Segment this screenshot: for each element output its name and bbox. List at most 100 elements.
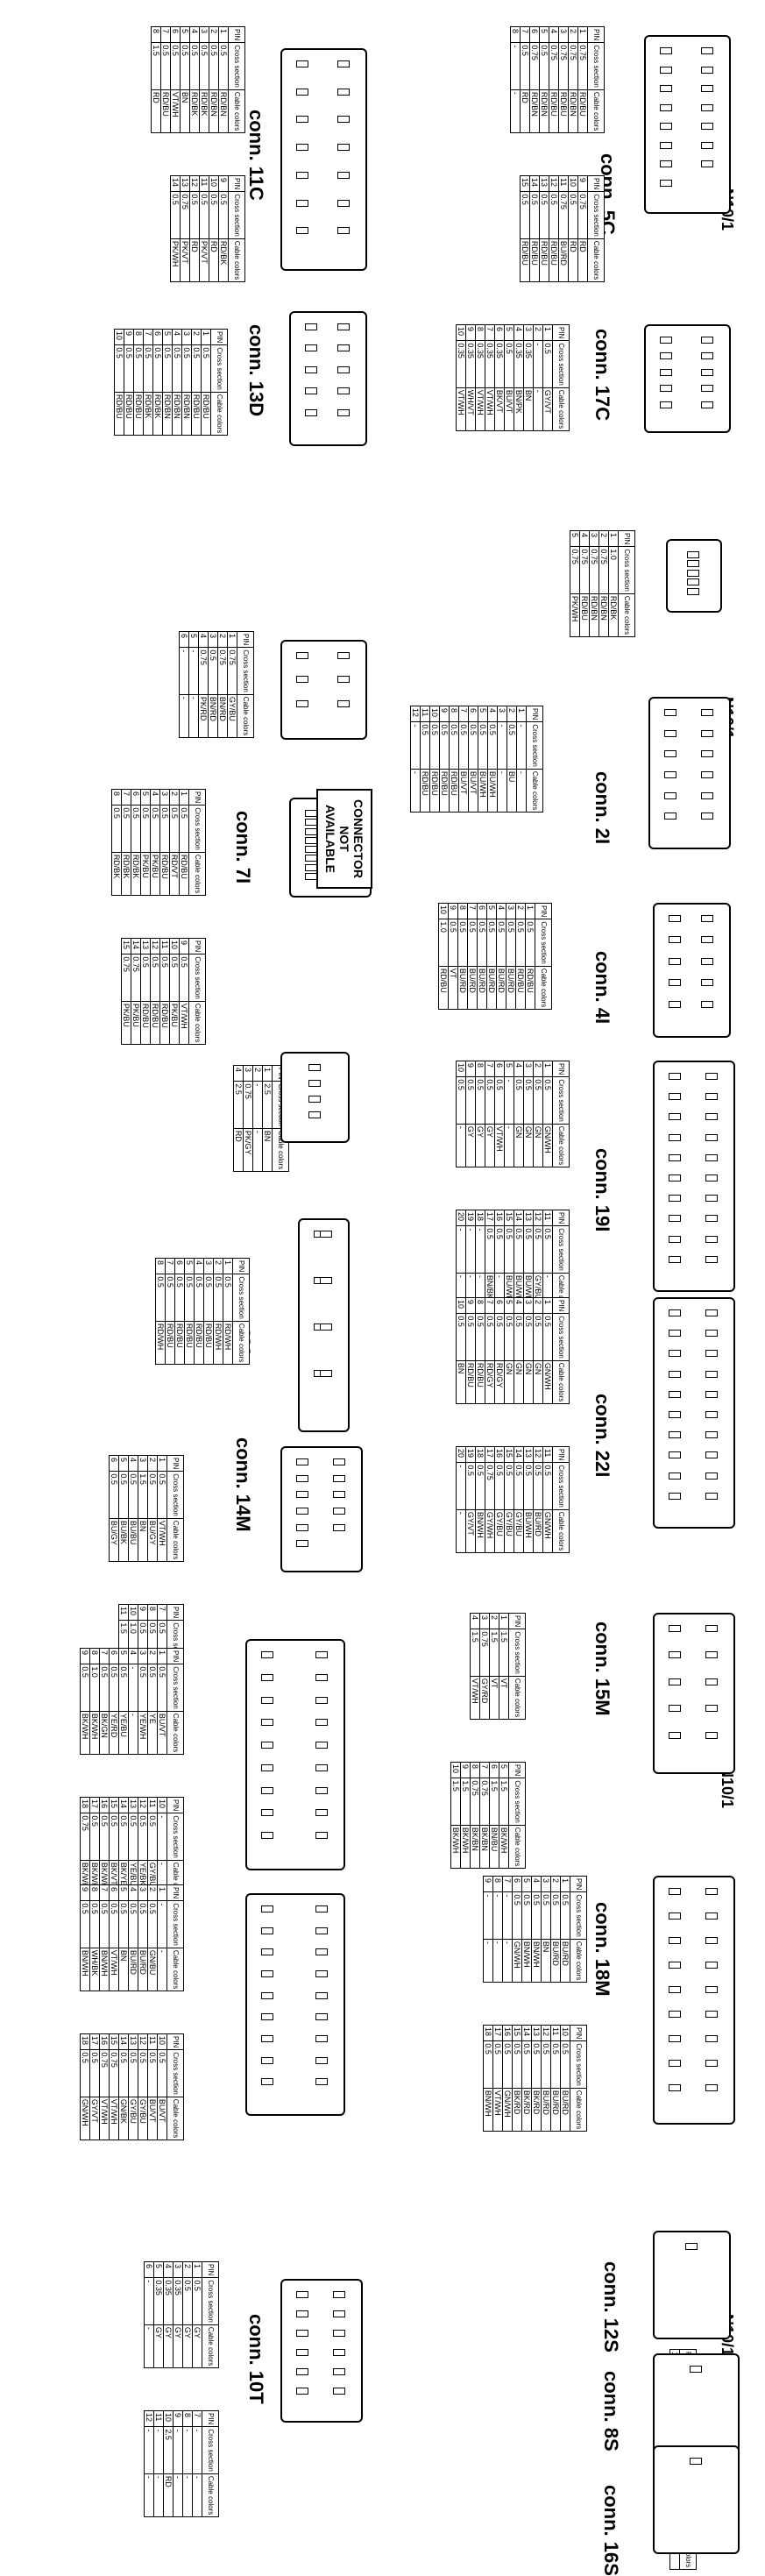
table-cell: -: [504, 1076, 514, 1125]
table-header-colors: Cable colors: [232, 1321, 250, 1365]
table-cell: BU/GY: [109, 1518, 119, 1562]
table-header-pin: PIN: [587, 175, 605, 192]
table-cell: 18: [475, 1210, 485, 1226]
table-cell: 4: [496, 903, 506, 919]
table-cell: BK/WH: [460, 1825, 471, 1869]
table-cell: 9: [448, 903, 458, 919]
table-cell: 3: [243, 1065, 253, 1082]
table-cell: 0.5: [549, 191, 559, 239]
table-cell: BK/WH: [80, 1711, 90, 1755]
table-cell: -: [456, 1509, 466, 1553]
table-cell: 6: [494, 1297, 505, 1314]
table-header-colors: Cable colors: [202, 2473, 219, 2517]
table-header-pin: PIN: [552, 1446, 570, 1463]
table-cell: 0.5: [542, 1076, 553, 1125]
table-cell: GY: [182, 2324, 193, 2368]
table-cell: 18: [475, 1446, 485, 1463]
table-cell: RD/WH: [223, 1321, 233, 1365]
table-cell: BU/VT: [157, 2097, 167, 2140]
table-cell: 0.35: [163, 2277, 174, 2325]
table-cell: 3: [523, 324, 534, 341]
table-cell: 11: [118, 1604, 129, 1621]
table-header-cross: Cross section: [237, 647, 254, 695]
connector-pin: [705, 1888, 718, 1895]
connector-pin: [296, 199, 308, 207]
table-cell: 0.5: [542, 1462, 553, 1510]
connector-pin: [337, 365, 350, 373]
connector-pin: [261, 1719, 273, 1727]
table-cell: RD/BK: [111, 852, 122, 896]
table-cell: 2: [213, 1258, 223, 1274]
connector-pin: [705, 1411, 718, 1418]
connector-pin: [705, 1133, 718, 1141]
table-cell: RD/BK: [189, 89, 200, 133]
table-cell: 0.5: [478, 721, 488, 770]
connector-pin: [669, 1000, 681, 1008]
connector-drawing: [289, 311, 367, 446]
table-cell: 0.5: [550, 1891, 561, 1940]
table-cell: GY: [485, 1124, 495, 1167]
table-cell: 9: [179, 938, 189, 954]
connector-pin: [305, 323, 317, 330]
table-cell: 1.5: [138, 1471, 148, 1519]
table-cell: -: [475, 1225, 485, 1274]
table-cell: PK/BU: [150, 852, 160, 896]
table-cell: GN/WH: [542, 1360, 553, 1404]
table-cell: RD/BU: [420, 769, 430, 813]
table-cell: 6: [494, 1061, 505, 1077]
table-cell: 0.5: [208, 647, 218, 695]
connector-pin: [315, 1927, 328, 1934]
table-cell: 5: [504, 1297, 514, 1314]
table-cell: RD/BU: [194, 1321, 204, 1365]
table-cell: 0.5: [568, 191, 578, 239]
table-cell: 1: [157, 1455, 167, 1472]
table-cell: 3: [479, 1613, 490, 1629]
connector-pin: [705, 1705, 718, 1713]
connector-title: conn. 17C: [591, 329, 613, 422]
table-cell: 17: [485, 1446, 495, 1463]
connector-pin: [261, 1991, 273, 1999]
table-header-cross: Cross section: [618, 546, 635, 594]
table-cell: -: [252, 1081, 263, 1129]
table-cell: -: [497, 769, 507, 813]
table-cell: 15: [109, 1797, 119, 1813]
connector-pin: [669, 1350, 681, 1358]
table-cell: 2: [209, 26, 219, 43]
table-header-pin: PIN: [228, 26, 245, 43]
connector-pin: [660, 141, 672, 149]
table-cell: GY/BU: [128, 2097, 138, 2140]
table-cell: RD/BU: [577, 89, 588, 133]
table-cell: 5: [140, 789, 151, 805]
connector-pin: [701, 813, 713, 820]
table-cell: 11: [153, 2410, 164, 2427]
table-header-pin: PIN: [232, 1258, 250, 1274]
table-row: 2--: [533, 324, 543, 431]
table-cell: 0.5: [162, 344, 173, 393]
table-cell: 5: [118, 1648, 129, 1664]
table-cell: 0.5: [520, 42, 530, 90]
table-cell: 0.5: [118, 1471, 129, 1519]
connector-pin: [701, 85, 713, 92]
table-cell: 12: [541, 2025, 551, 2041]
table-header-pin: PIN: [166, 1455, 184, 1472]
table-cell: WH/VT: [465, 387, 476, 431]
table-cell: 0.5: [483, 2040, 493, 2089]
